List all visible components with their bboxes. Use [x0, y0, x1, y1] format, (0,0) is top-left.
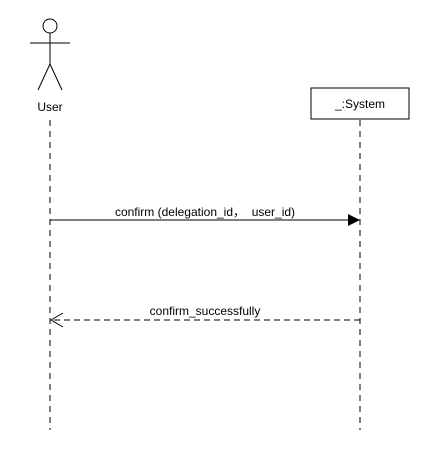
user-label: User	[37, 100, 62, 114]
system-label: _:System	[334, 97, 385, 111]
system-box	[310, 87, 410, 120]
open-arrowhead-icon	[50, 312, 64, 328]
confirm-successfully-label: confirm_successfully	[150, 304, 261, 318]
user-actor	[30, 18, 70, 91]
stick-figure-icon	[30, 18, 70, 91]
confirm-message-label: confirm (delegation_id， user_id)	[115, 205, 295, 219]
